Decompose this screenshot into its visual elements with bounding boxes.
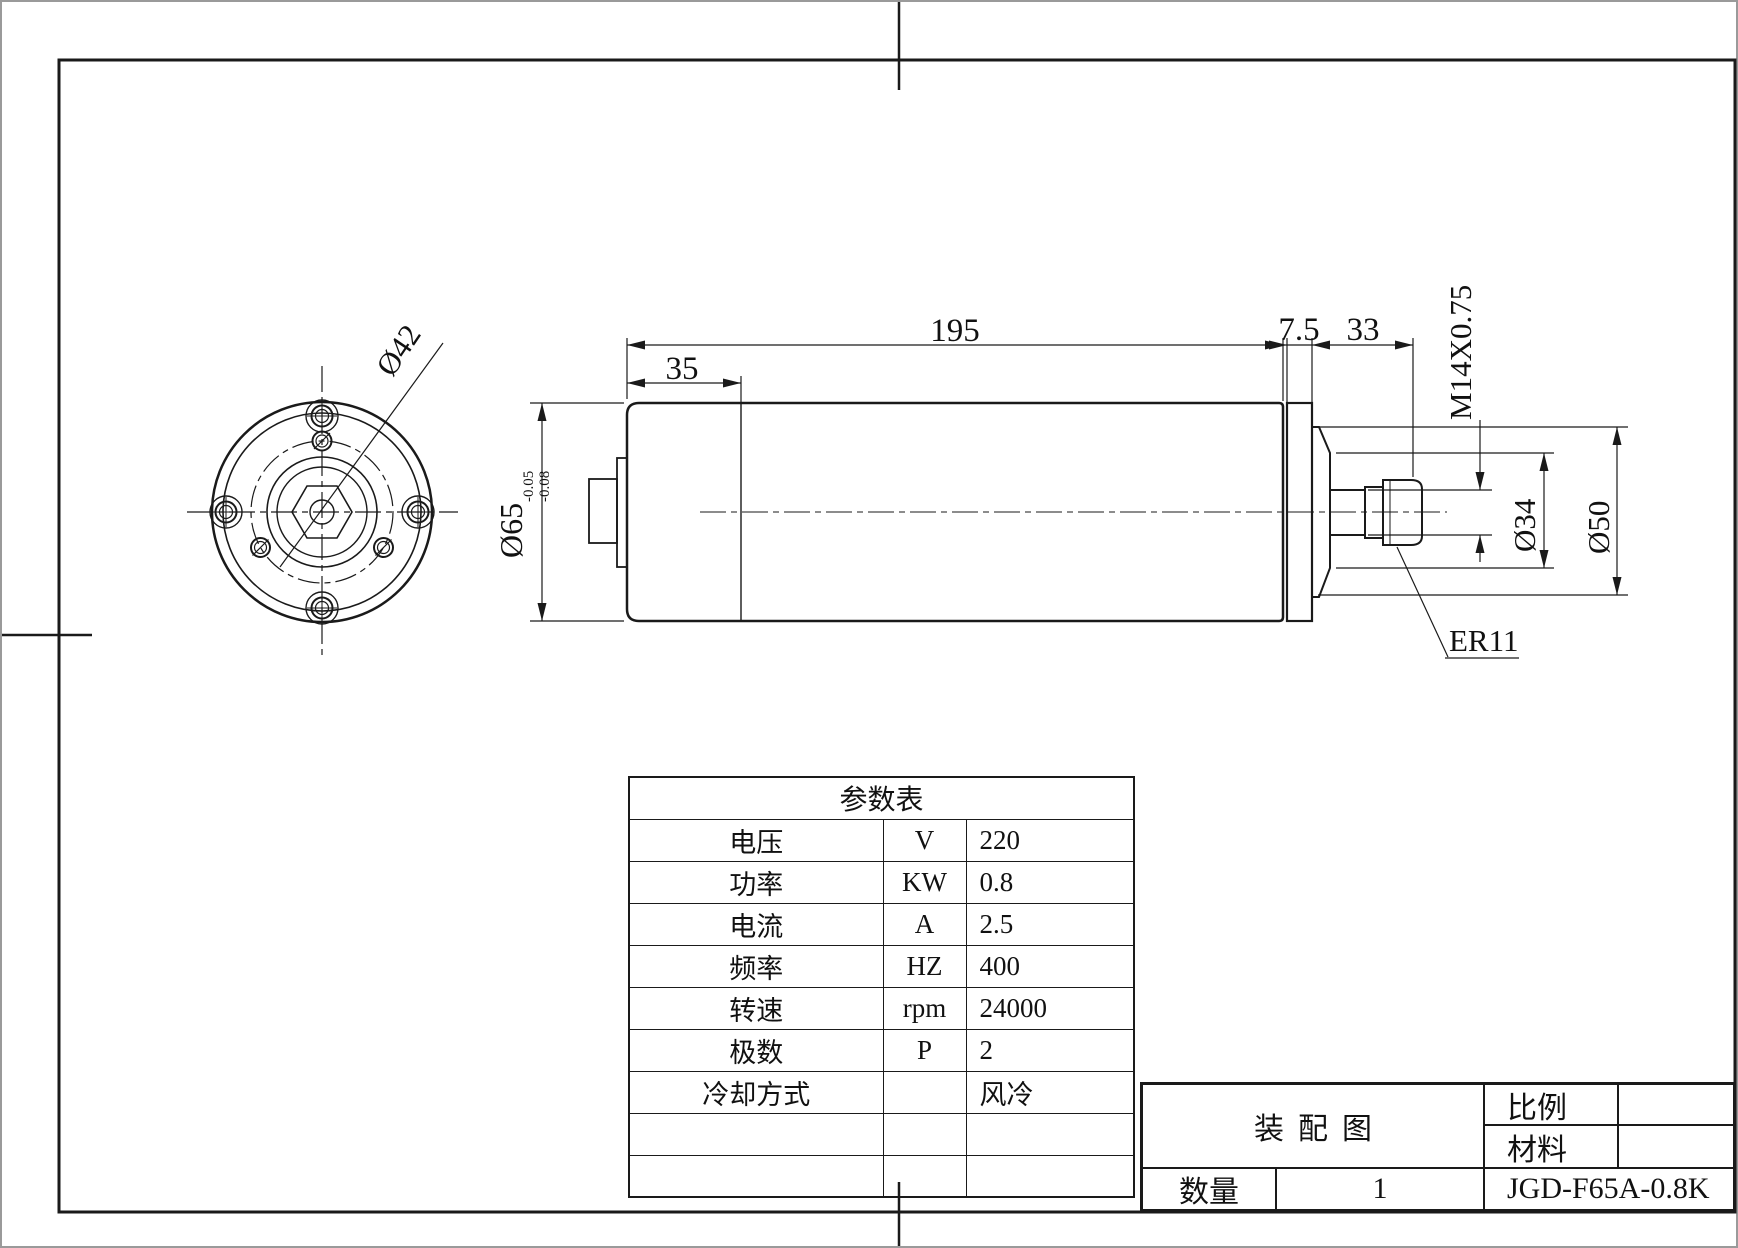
param-name: 频率 (628, 944, 884, 988)
collet-nut (1382, 479, 1423, 546)
table-row: 电流 A 2.5 (628, 902, 1135, 946)
param-value: 风冷 (965, 1070, 1135, 1114)
motor-body (625, 401, 1285, 623)
title-block-divider (1483, 1124, 1733, 1126)
title-block-divider (1275, 1167, 1277, 1209)
param-value (965, 1112, 1135, 1156)
table-row: 极数 P 2 (628, 1028, 1135, 1072)
param-unit: P (882, 1028, 967, 1072)
param-unit (882, 1070, 967, 1114)
material-value (1619, 1126, 1733, 1167)
bearing-circle (276, 466, 368, 558)
dimensions (530, 338, 1628, 659)
bolt-circle-leader (279, 342, 444, 568)
param-value (965, 1154, 1135, 1198)
flange-screw-top (305, 399, 339, 433)
dimension-labels: 195 35 7.5 33 Ø65 -0.05 -0.08 M14X0.75 Ø… (493, 285, 1616, 658)
param-name: 功率 (628, 860, 884, 904)
hex-nut-outline (291, 485, 353, 539)
table-row (628, 1154, 1135, 1198)
table-row: 频率 HZ 400 (628, 944, 1135, 988)
param-unit (882, 1154, 967, 1198)
dim-cap-width: 7.5 (1278, 312, 1319, 348)
dim-length-total: 195 (930, 313, 980, 349)
dimension-arrows (537, 340, 1622, 621)
scale-value (1619, 1085, 1733, 1124)
param-unit: KW (882, 860, 967, 904)
title-block-divider (1617, 1085, 1619, 1167)
collet-label: ER11 (1449, 623, 1518, 658)
title-block: 装配图 比例 材料 数量 1 JGD-F65A-0.8K (1140, 1082, 1736, 1212)
param-value: 400 (965, 944, 1135, 988)
param-unit: V (882, 818, 967, 862)
bearing-boss-circle (266, 456, 378, 568)
drawing-title: 装配图 (1254, 1113, 1386, 1146)
param-value: 2.5 (965, 902, 1135, 946)
bolt-screw-lower-left (250, 537, 271, 558)
dim-bolt-circle: Ø42 (369, 318, 428, 382)
param-unit (882, 1112, 967, 1156)
param-name (628, 1154, 884, 1198)
dim-body-diameter: Ø65 (493, 503, 529, 558)
param-name: 转速 (628, 986, 884, 1030)
dim-body-tol-lower: -0.08 (537, 471, 553, 502)
scale-label: 比例 (1507, 1091, 1567, 1125)
spindle-front-view: Ø42 (187, 318, 458, 660)
title-block-divider (1143, 1167, 1733, 1169)
quantity-label: 数量 (1179, 1176, 1239, 1209)
table-row: 电压 V 220 (628, 818, 1135, 862)
flange-screw-left (209, 495, 243, 529)
param-value: 2 (965, 1028, 1135, 1072)
title-block-divider (1483, 1085, 1485, 1209)
flange-screw-bottom (305, 591, 339, 625)
param-unit: A (882, 902, 967, 946)
param-value: 0.8 (965, 860, 1135, 904)
dim-body-tol-upper: -0.05 (521, 471, 537, 502)
table-row: 转速 rpm 24000 (628, 986, 1135, 1030)
shaft-bore-circle (309, 499, 335, 525)
table-row: 功率 KW 0.8 (628, 860, 1135, 904)
quantity-value: 1 (1372, 1172, 1388, 1205)
param-unit: HZ (882, 944, 967, 988)
param-name (628, 1112, 884, 1156)
param-name: 电压 (628, 818, 884, 862)
spindle-side-view (588, 401, 1447, 623)
bolt-screw-lower-right (373, 537, 394, 558)
dim-nose-diameter: Ø34 (1507, 498, 1542, 552)
table-row: 冷却方式 风冷 (628, 1070, 1135, 1114)
param-value: 220 (965, 818, 1135, 862)
model-number: JGD-F65A-0.8K (1507, 1172, 1710, 1205)
table-title: 参数表 (628, 776, 1135, 820)
bolt-screw-top (311, 430, 333, 452)
param-name: 冷却方式 (628, 1070, 884, 1114)
param-name: 电流 (628, 902, 884, 946)
material-label: 材料 (1507, 1133, 1567, 1167)
param-unit: rpm (882, 986, 967, 1030)
flange-screw-right (401, 495, 435, 529)
connector-plug (588, 478, 618, 544)
dim-shaft-section: 33 (1347, 312, 1380, 348)
dim-flange-diameter: Ø50 (1581, 501, 1616, 554)
dim-thread-spec: M14X0.75 (1443, 285, 1478, 420)
dim-front-section: 35 (666, 351, 699, 387)
param-value: 24000 (965, 986, 1135, 1030)
param-name: 极数 (628, 1028, 884, 1072)
connector-collar (616, 457, 628, 568)
parameter-table: 参数表 电压 V 220 功率 KW 0.8 电流 A 2.5 频率 HZ 40… (628, 776, 1135, 1198)
table-row (628, 1112, 1135, 1156)
